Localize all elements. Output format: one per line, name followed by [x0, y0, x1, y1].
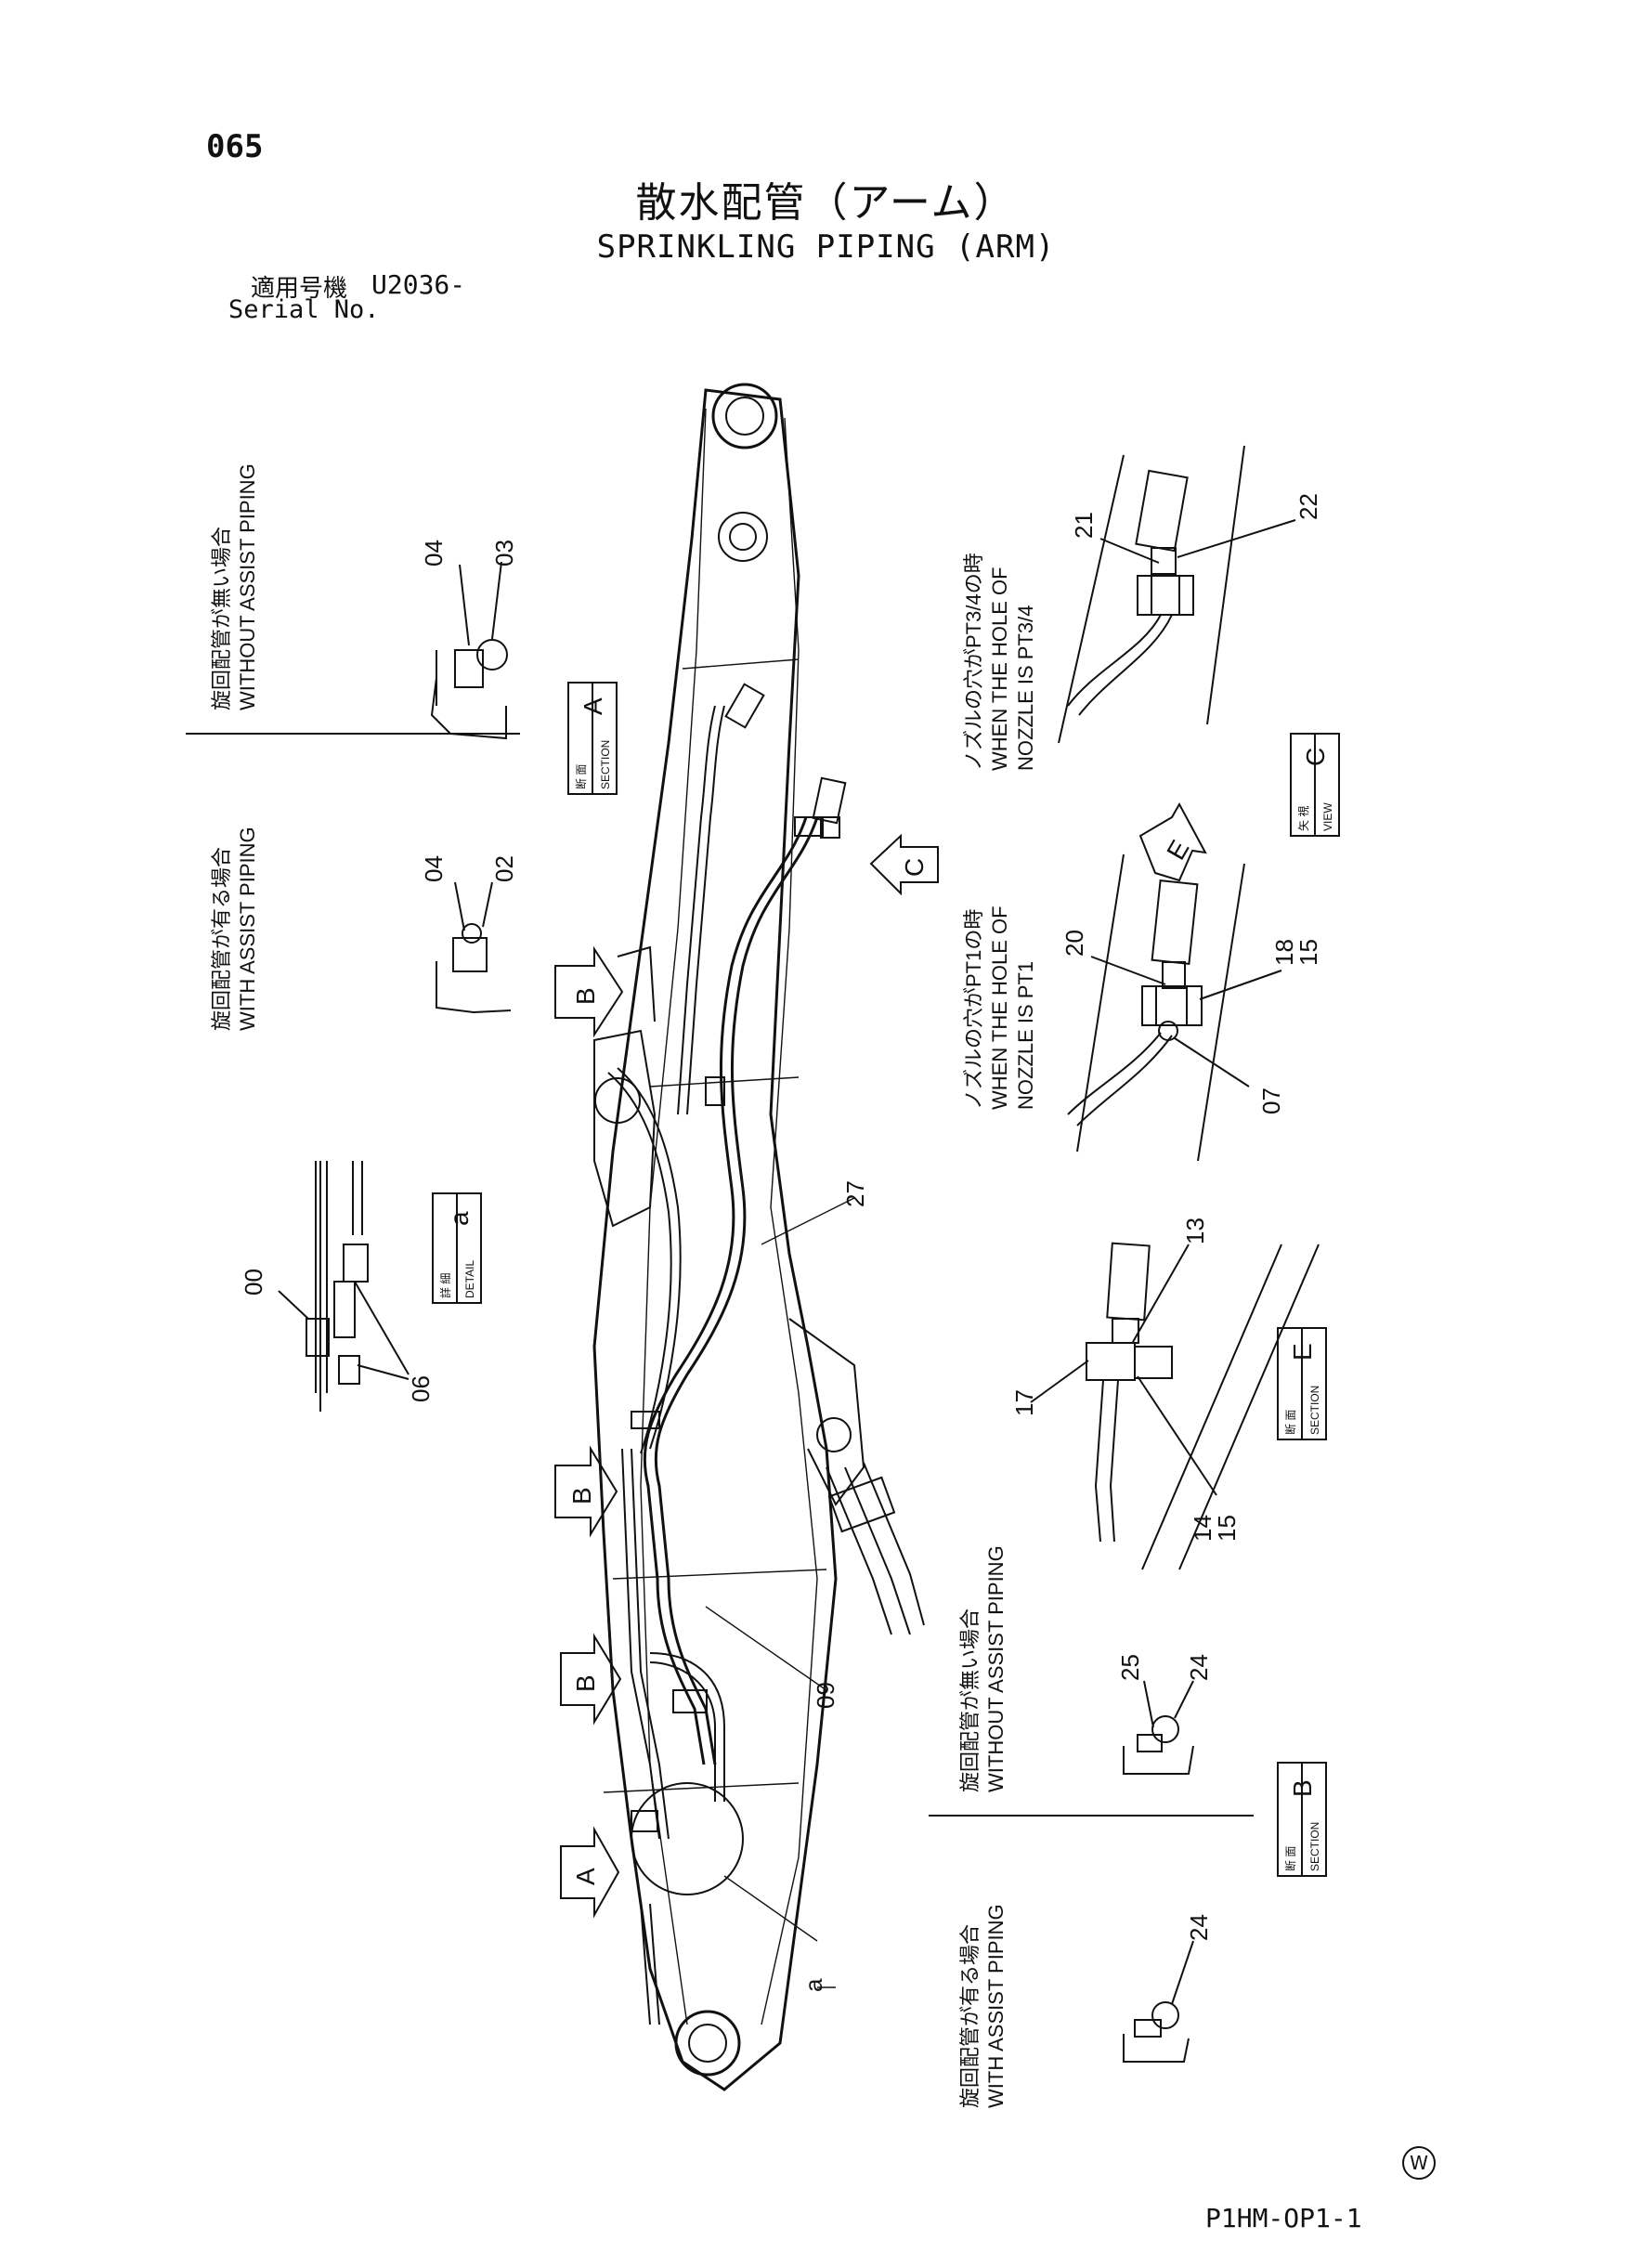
svg-text:断 面: 断 面: [574, 764, 588, 789]
leader-line: [723, 1875, 818, 1942]
label-pt34-jp: ノズルの穴がPT3/4の時: [962, 553, 985, 771]
svg-text:B: B: [1288, 1779, 1317, 1797]
svg-text:C: C: [1301, 748, 1330, 766]
detail-a-drawing: [278, 1161, 410, 1412]
label-pt1-en1: WHEN THE HOLE OF: [988, 905, 1011, 1110]
part-15-a: 15: [1294, 939, 1322, 966]
svg-text:SECTION: SECTION: [599, 740, 612, 789]
arrow-e: E: [1138, 801, 1207, 882]
svg-text:DETAIL: DETAIL: [463, 1260, 476, 1298]
svg-text:断 面: 断 面: [1283, 1410, 1297, 1435]
page-number: 065: [206, 128, 264, 165]
section-a-without: [430, 561, 508, 740]
label-pt34-en2: NOZZLE IS PT3/4: [1014, 606, 1037, 772]
svg-text:E: E: [1161, 835, 1194, 865]
svg-text:VIEW: VIEW: [1321, 802, 1334, 831]
svg-text:B: B: [571, 1674, 600, 1692]
label-without-assist-en-2: WITHOUT ASSIST PIPING: [984, 1545, 1008, 1792]
detail-a-box: 詳 細 DETAIL a: [432, 1192, 482, 1304]
drawing-code: P1HM-OP1-1: [1205, 2203, 1362, 2233]
part-13: 13: [1181, 1218, 1209, 1244]
label-pt34-en1: WHEN THE HOLE OF: [988, 566, 1011, 771]
label-without-assist-jp-2: 旋回配管が無い場合: [958, 1608, 982, 1792]
svg-text:B: B: [571, 987, 600, 1005]
part-17: 17: [1010, 1389, 1038, 1416]
part-a: a: [800, 1978, 827, 1992]
label-without-assist-jp: 旋回配管が無い場合: [210, 527, 233, 710]
arrow-c: C: [869, 833, 939, 896]
view-c-box: 矢 視 VIEW C: [1290, 733, 1340, 837]
part-24-b: 24: [1185, 1914, 1213, 1941]
part-06: 06: [407, 1375, 435, 1402]
part-14: 14: [1189, 1515, 1216, 1542]
serial-label-english: Serial No.: [228, 295, 380, 324]
section-b-box: 断 面 SECTION B: [1277, 1762, 1327, 1877]
svg-text:C: C: [900, 858, 929, 877]
svg-text:a: a: [445, 1211, 474, 1226]
part-00: 00: [240, 1269, 267, 1296]
label-pt1-jp: ノズルの穴がPT1の時: [962, 909, 985, 1110]
label-with-assist-jp-2: 旋回配管が有る場合: [958, 1924, 982, 2108]
part-09: 09: [812, 1682, 839, 1709]
svg-text:断 面: 断 面: [1283, 1846, 1297, 1871]
title-english: SPRINKLING PIPING (ARM): [596, 228, 1056, 266]
part-22: 22: [1294, 493, 1322, 520]
arrow-b-1: B: [554, 945, 624, 1038]
title-japanese: 散水配管（アーム）: [635, 179, 1017, 227]
svg-text:SECTION: SECTION: [1308, 1386, 1321, 1435]
section-e-box: 断 面 SECTION E: [1277, 1327, 1327, 1440]
section-a-box: 断 面 SECTION A: [567, 682, 618, 795]
svg-text:A: A: [579, 697, 607, 715]
sprinkling-hose: [607, 683, 925, 2025]
svg-text:B: B: [567, 1487, 596, 1504]
svg-text:詳 細: 詳 細: [438, 1273, 452, 1298]
part-15-b: 15: [1213, 1515, 1241, 1542]
part-04-b: 04: [420, 855, 448, 882]
part-20: 20: [1060, 930, 1088, 957]
part-27: 27: [841, 1180, 869, 1207]
leader-line: [705, 1606, 827, 1691]
label-with-assist-en-2: WITH ASSIST PIPING: [984, 1904, 1008, 2108]
serial-value: U2036-: [371, 269, 466, 300]
arrow-a: A: [560, 1826, 620, 1919]
part-21: 21: [1070, 512, 1098, 539]
section-e-drawing: [1030, 1242, 1320, 1570]
section-a-with: [436, 881, 512, 1014]
label-pt1-en2: NOZZLE IS PT1: [1014, 961, 1037, 1110]
part-04-a: 04: [420, 540, 448, 566]
serial-label-japanese: 適用号機: [251, 275, 348, 303]
part-02: 02: [490, 855, 518, 882]
arrow-b-3: B: [560, 1633, 622, 1726]
arm-body: [592, 383, 865, 2091]
arrow-b-2: B: [554, 1445, 618, 1538]
part-18: 18: [1270, 939, 1298, 966]
section-b-drawing: [1123, 1680, 1194, 2063]
view-c-drawing: [1058, 445, 1296, 744]
svg-text:A: A: [571, 1868, 600, 1885]
part-07: 07: [1257, 1087, 1285, 1114]
pt1-drawing: [1067, 853, 1282, 1162]
svg-text:SECTION: SECTION: [1308, 1822, 1321, 1871]
label-without-assist-en: WITHOUT ASSIST PIPING: [236, 463, 259, 710]
svg-text:矢 視: 矢 視: [1296, 806, 1310, 831]
svg-text:E: E: [1288, 1343, 1317, 1361]
part-03: 03: [490, 540, 518, 566]
leader-line: [761, 1197, 855, 1245]
label-with-assist-en: WITH ASSIST PIPING: [236, 827, 259, 1031]
part-24-a: 24: [1185, 1654, 1213, 1681]
watermark-symbol: W: [1402, 2146, 1436, 2180]
label-with-assist-jp: 旋回配管が有る場合: [210, 847, 233, 1031]
part-25: 25: [1116, 1654, 1144, 1681]
